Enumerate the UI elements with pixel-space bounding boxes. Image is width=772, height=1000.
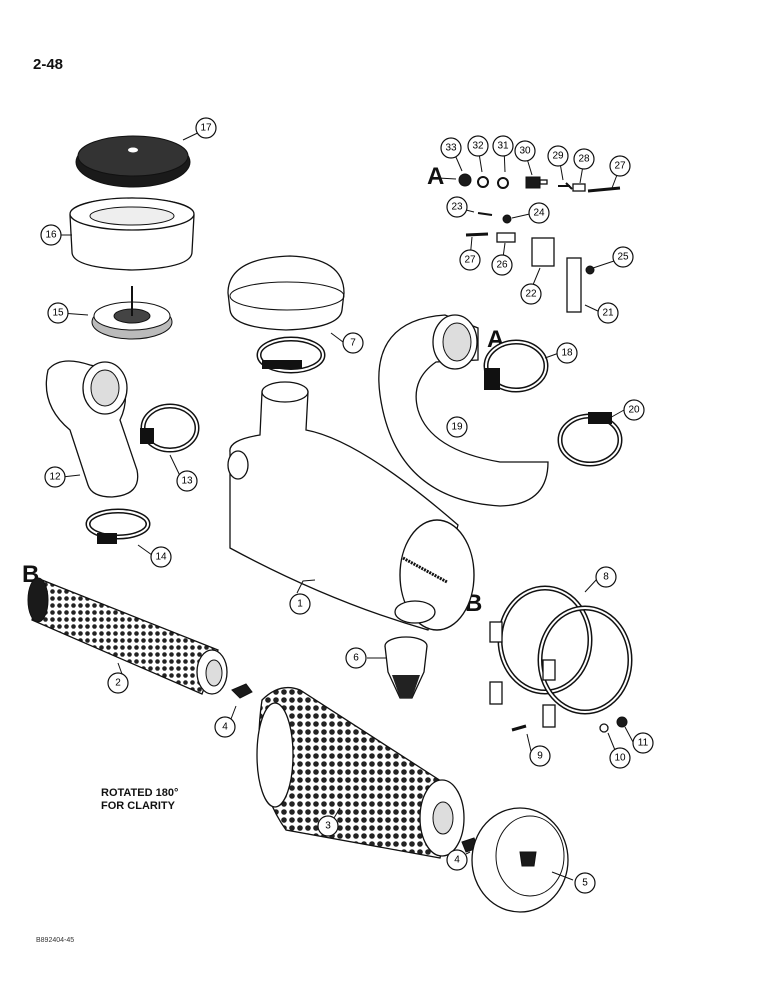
callout-29-label: 29	[552, 151, 564, 162]
callout-25-label: 25	[617, 252, 629, 263]
callout-22-label: 22	[525, 289, 537, 300]
part-13-clamp	[140, 403, 200, 453]
callout-1-label: 1	[297, 599, 303, 610]
callout-8: 8	[595, 566, 617, 588]
callout-5-label: 5	[582, 878, 588, 889]
view-letter-a-top: A	[427, 163, 445, 190]
part-19-outlet-hose	[378, 314, 549, 507]
callout-6-label: 6	[353, 653, 359, 664]
callout-28-label: 28	[578, 154, 590, 165]
callout-31: 31	[492, 135, 514, 157]
callout-3-label: 3	[325, 821, 331, 832]
callout-21-label: 21	[602, 308, 614, 319]
callout-2-label: 2	[115, 678, 121, 689]
page-number: 2-48	[33, 56, 64, 73]
drawing-code: B892404-45	[36, 937, 75, 944]
callout-24-label: 24	[533, 208, 545, 219]
callout-23: 23	[446, 196, 468, 218]
part-12-elbow-hose	[45, 360, 139, 498]
rotation-note-line1: ROTATED 180°	[101, 787, 179, 799]
callout-27b-label: 27	[614, 161, 626, 172]
callout-4a: 4	[214, 716, 236, 738]
part-7-rain-cap	[227, 255, 345, 374]
callout-17: 17	[195, 117, 217, 139]
part-18-clamp	[483, 339, 549, 393]
callout-18: 18	[556, 342, 578, 364]
callout-1: 1	[289, 593, 311, 615]
callout-11: 11	[632, 732, 654, 754]
callout-24: 24	[528, 202, 550, 224]
rotation-note-line2: FOR CLARITY	[101, 800, 175, 812]
callout-10: 10	[609, 747, 631, 769]
callout-33: 33	[440, 137, 462, 159]
callout-20: 20	[623, 399, 645, 421]
callout-25: 25	[612, 246, 634, 268]
callout-4b-label: 4	[454, 855, 460, 866]
callout-28: 28	[573, 148, 595, 170]
part-5-end-cap	[471, 807, 569, 913]
callout-12: 12	[44, 466, 66, 488]
part-17-cover	[75, 135, 191, 188]
callout-11-label: 11	[638, 738, 649, 749]
callout-7: 7	[342, 332, 364, 354]
callout-23-label: 23	[451, 202, 463, 213]
callout-22: 22	[520, 283, 542, 305]
callout-27a-label: 27	[464, 255, 476, 266]
callout-33-label: 33	[445, 143, 457, 154]
callout-5: 5	[574, 872, 596, 894]
callout-15-label: 15	[52, 308, 64, 319]
hardware-set-a	[458, 173, 621, 313]
callout-14: 14	[150, 546, 172, 568]
callout-19-label: 19	[451, 422, 463, 433]
part-16-bowl	[69, 197, 195, 271]
part-6-dust-valve	[384, 636, 428, 699]
callout-14-label: 14	[155, 552, 167, 563]
callout-30: 30	[514, 140, 536, 162]
callout-4b: 4	[446, 849, 468, 871]
callout-27b: 27	[609, 155, 631, 177]
callout-16-label: 16	[45, 230, 57, 241]
part-3-outer-filter	[256, 686, 465, 859]
callout-6: 6	[345, 647, 367, 669]
callout-12-label: 12	[49, 472, 61, 483]
callout-7-label: 7	[350, 338, 356, 349]
part-14-clamp	[85, 508, 151, 544]
callout-20-label: 20	[628, 405, 640, 416]
part-8-mounting-bands	[489, 585, 633, 733]
rotation-note: ROTATED 180° FOR CLARITY	[101, 787, 178, 813]
callout-4a-label: 4	[222, 722, 228, 733]
callout-18-label: 18	[561, 348, 573, 359]
callout-32: 32	[467, 135, 489, 157]
callout-13: 13	[176, 470, 198, 492]
callout-30-label: 30	[519, 146, 531, 157]
callout-17-label: 17	[200, 123, 212, 134]
callout-2: 2	[107, 672, 129, 694]
callout-16: 16	[40, 224, 62, 246]
part-1-air-cleaner-body	[227, 381, 475, 631]
callout-10-label: 10	[614, 753, 626, 764]
callout-15: 15	[47, 302, 69, 324]
callout-3: 3	[317, 815, 339, 837]
callout-19: 19	[446, 416, 468, 438]
callout-27a: 27	[459, 249, 481, 271]
part-2-inner-filter	[27, 577, 228, 695]
callout-8-label: 8	[603, 572, 609, 583]
callout-9: 9	[529, 745, 551, 767]
callout-26-label: 26	[496, 260, 508, 271]
part-20-clamp	[557, 412, 623, 467]
callout-9-label: 9	[537, 751, 543, 762]
callout-13-label: 13	[181, 476, 193, 487]
callout-29: 29	[547, 145, 569, 167]
callout-26: 26	[491, 254, 513, 276]
callout-31-label: 31	[497, 141, 509, 152]
callout-21: 21	[597, 302, 619, 324]
part-15-pre-cleaner	[91, 286, 173, 340]
callout-32-label: 32	[472, 141, 484, 152]
